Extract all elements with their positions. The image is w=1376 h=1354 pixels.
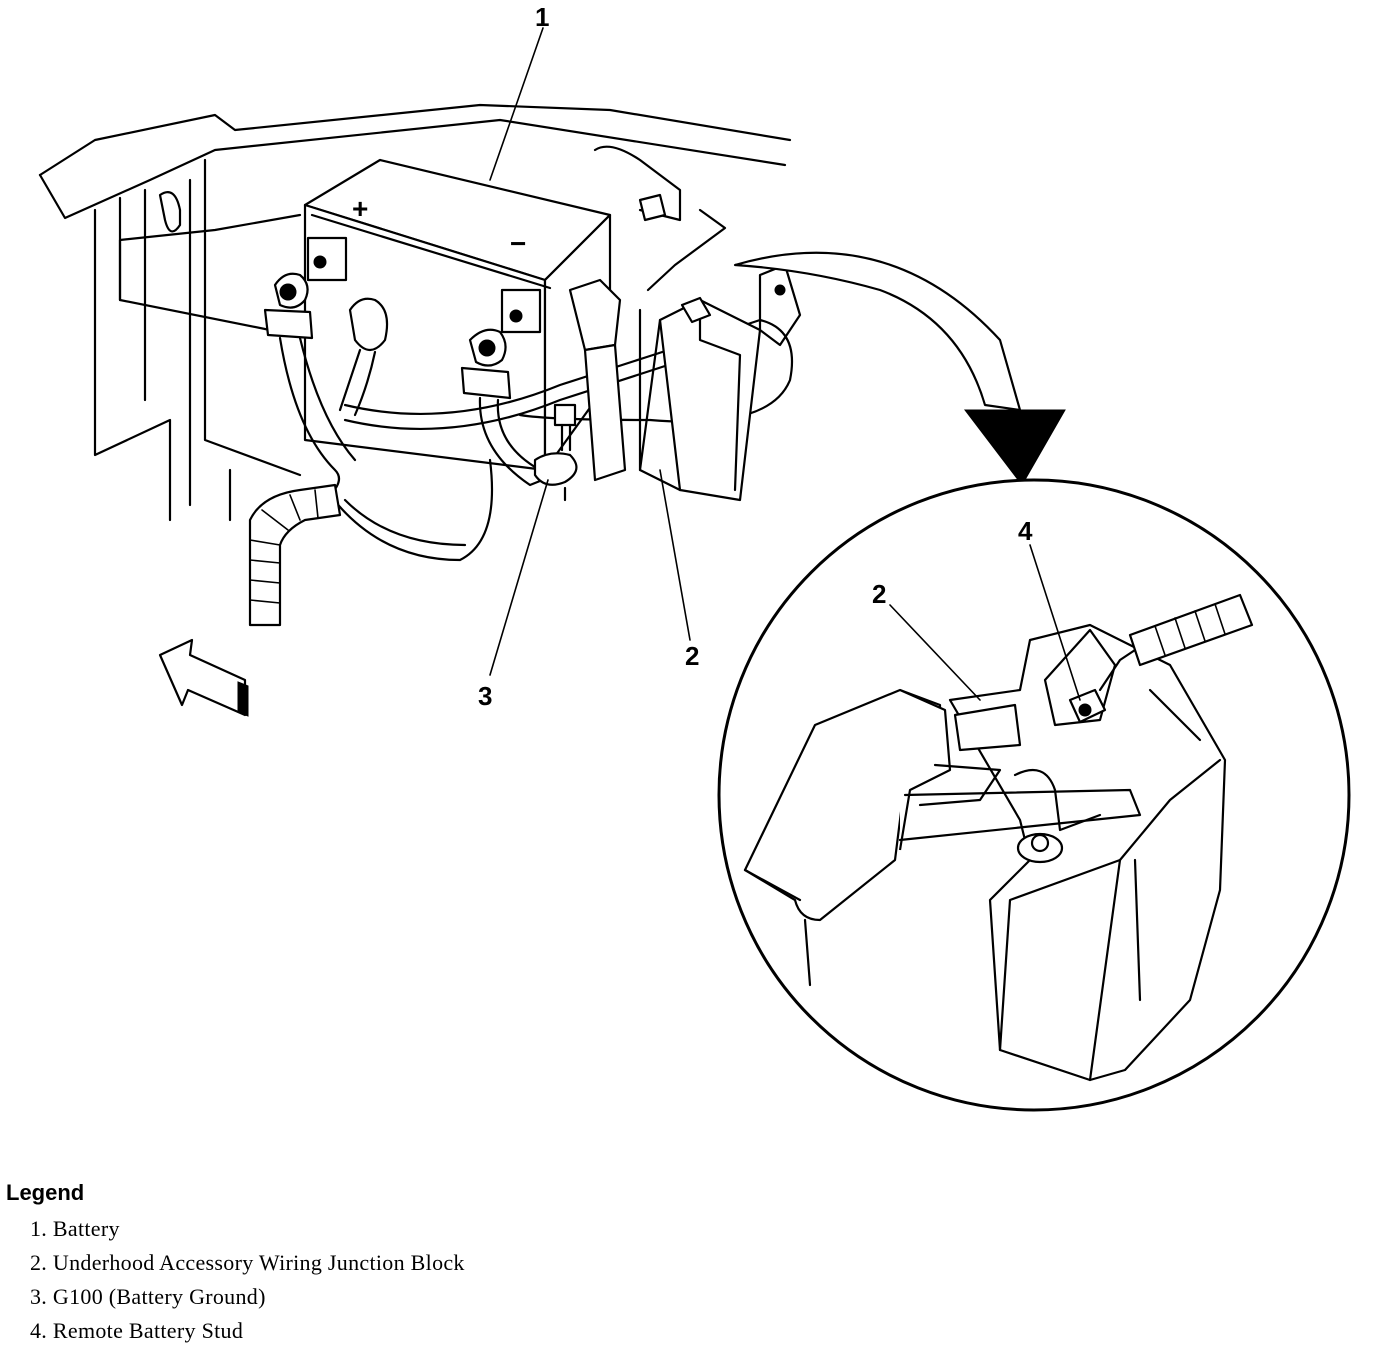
legend-item: 3. G100 (Battery Ground) <box>30 1284 266 1309</box>
callout-2-detail: 2 <box>872 579 886 609</box>
detail-view <box>717 478 1351 1112</box>
battery-wiring-diagram: + − <box>38 2 1351 1112</box>
legend-item: 4. Remote Battery Stud <box>30 1318 244 1343</box>
battery-positive-mark: + <box>352 193 368 224</box>
negative-post <box>509 309 523 323</box>
callout-leaders <box>489 27 1081 701</box>
legend-item: 2. Underhood Accessory Wiring Junction B… <box>30 1250 465 1275</box>
junction-block <box>568 145 802 502</box>
legend: Legend 1. Battery 2. Underhood Accessory… <box>6 1180 706 1348</box>
callout-4: 4 <box>1018 516 1033 546</box>
callout-3: 3 <box>478 681 492 711</box>
positive-cable <box>263 272 389 497</box>
fender-panel <box>38 103 792 522</box>
legend-title: Legend <box>6 1180 85 1205</box>
ground-bolt <box>533 403 578 502</box>
battery: + − <box>303 158 612 472</box>
legend-item: 1. Battery <box>30 1216 120 1241</box>
positive-post-block <box>306 236 348 282</box>
negative-cable <box>460 328 557 487</box>
callout-1: 1 <box>535 2 549 32</box>
detail-arrow-icon <box>733 251 1066 486</box>
callout-2: 2 <box>685 641 699 671</box>
front-arrow-icon <box>158 638 249 717</box>
legend-list: 1. Battery 2. Underhood Accessory Wiring… <box>6 1212 706 1348</box>
positive-post <box>313 255 327 269</box>
cable-loom <box>248 483 342 627</box>
negative-post-block <box>500 288 542 334</box>
battery-negative-mark: − <box>510 228 526 259</box>
